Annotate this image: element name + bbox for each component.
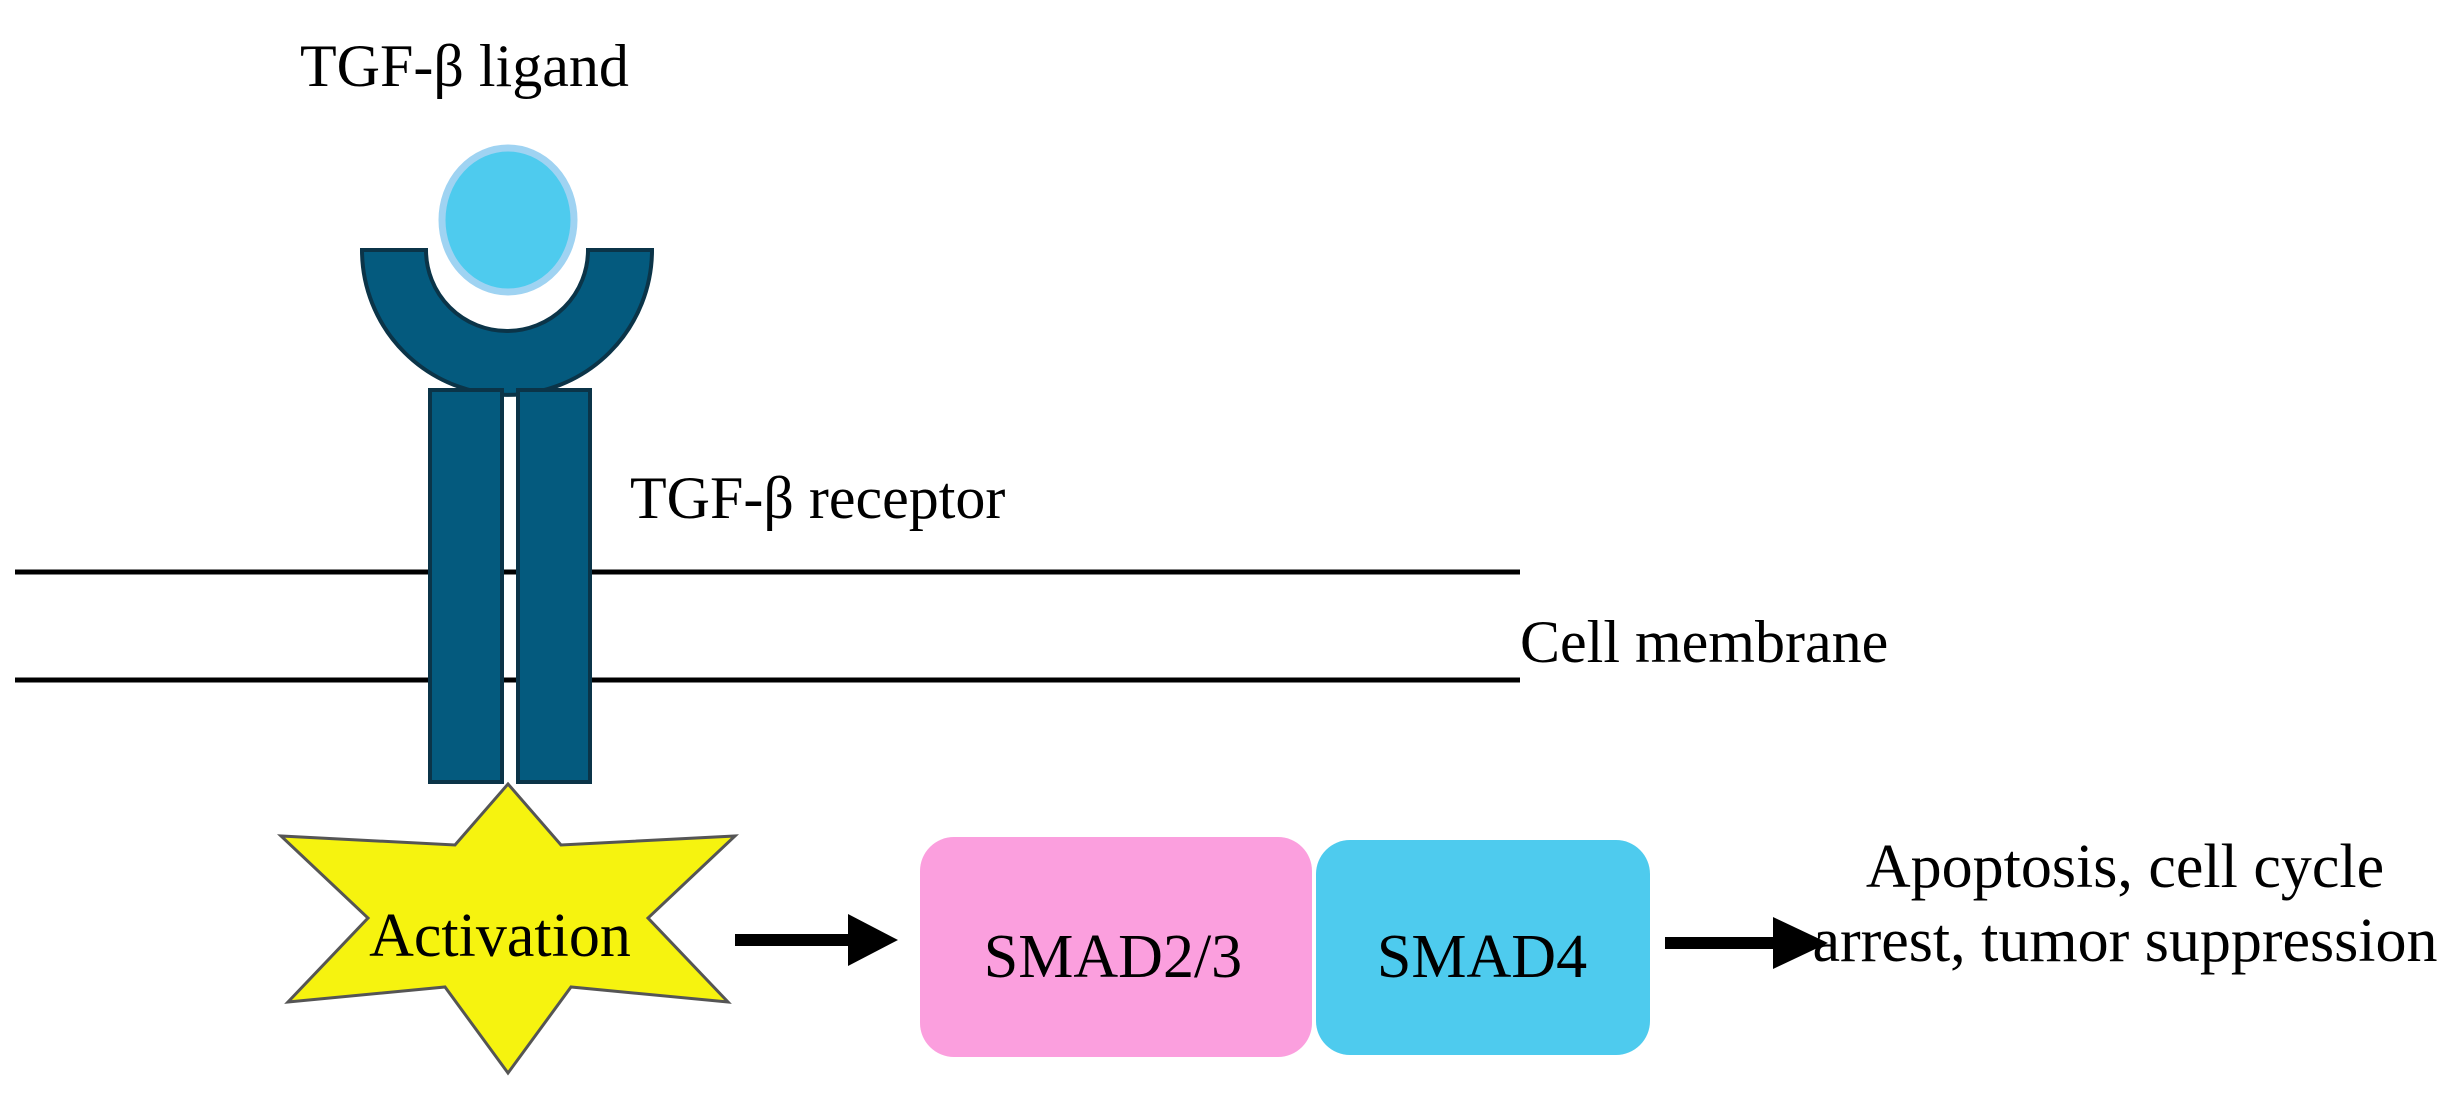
smad23-label: SMAD2/3 bbox=[983, 923, 1243, 991]
smad4-box bbox=[1316, 840, 1650, 1055]
receptor-binding-cup bbox=[359, 248, 655, 397]
receptor-label: TGF-β receptor bbox=[630, 465, 1006, 531]
smad4-label: SMAD4 bbox=[1376, 923, 1588, 991]
receptor-column-right bbox=[516, 388, 592, 784]
outcome-label: Apoptosis, cell cycle arrest, tumor supp… bbox=[1812, 833, 2438, 976]
activation-star bbox=[276, 781, 740, 1076]
arrow-smad-to-outcome-head bbox=[1773, 917, 1828, 969]
activation-label: Activation bbox=[369, 902, 631, 970]
ligand-label: TGF-β ligand bbox=[300, 33, 629, 99]
tgf-beta-ligand-circle bbox=[438, 144, 578, 296]
smad23-box bbox=[920, 837, 1312, 1057]
arrow-activation-to-smad-head bbox=[848, 914, 898, 966]
receptor-column-left bbox=[428, 388, 504, 784]
membrane-label: Cell membrane bbox=[1520, 609, 1889, 675]
